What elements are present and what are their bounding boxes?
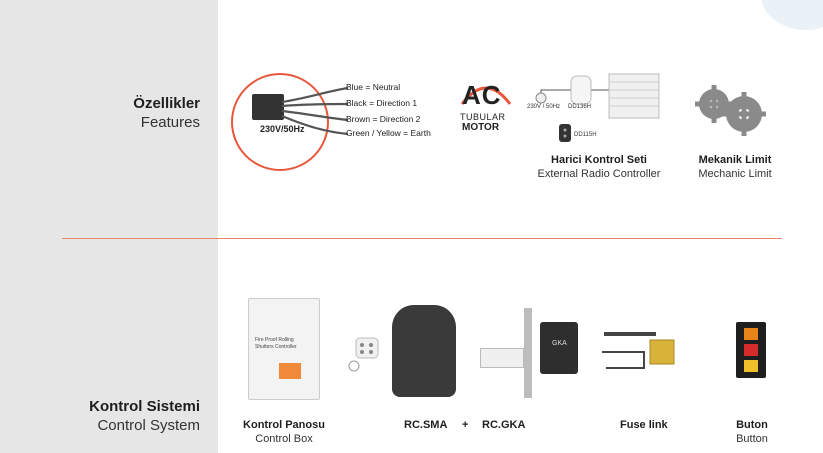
button-panel — [736, 322, 766, 378]
rc-sma-device — [392, 305, 456, 397]
ac-logo-line2: MOTOR — [462, 122, 500, 133]
external-kit-title-tr: Harici Kontrol Seti — [551, 154, 647, 166]
control-box-text2: Shutters Controller — [255, 344, 297, 350]
mechanic-limit-title-tr: Mekanik Limit — [698, 154, 772, 166]
fuse-link-illustration — [602, 332, 675, 369]
remote-key-icon — [348, 337, 379, 372]
wire-legend: Blue = Neutral Black = Direction 1 Brown… — [346, 82, 481, 144]
rc-gka-label: RC.GKA — [482, 419, 526, 431]
corner-decoration — [761, 0, 823, 30]
button-yellow[interactable] — [744, 360, 758, 372]
left-sidebar — [0, 0, 218, 453]
external-kit-caption: Harici Kontrol Seti External Radio Contr… — [523, 153, 675, 181]
wire-label: Brown = Direction 2 — [346, 114, 421, 124]
button-caption: Buton Button — [722, 418, 782, 446]
gka-rail — [524, 308, 532, 398]
features-title-tr: Özellikler — [133, 95, 200, 112]
mechanic-limit-caption: Mekanik Limit Mechanic Limit — [680, 153, 790, 181]
fuse-link-label: Fuse link — [620, 419, 668, 431]
external-kit-illustration — [535, 73, 660, 142]
rc-plus-label: + — [462, 419, 469, 431]
control-box-caption: Kontrol Panosu Control Box — [234, 418, 334, 446]
wire-label: Green / Yellow = Earth — [346, 128, 431, 138]
kit-supply-label: 230V / 50Hz — [527, 104, 561, 110]
external-kit-title-en: External Radio Controller — [537, 168, 661, 180]
mechanic-limit-title-en: Mechanic Limit — [698, 168, 772, 180]
button-title-en: Button — [736, 433, 768, 445]
gka-controller: GKA — [540, 322, 578, 374]
ac-logo-line1: TUBULAR — [460, 112, 506, 122]
wire-label: Black = Direction 1 — [346, 98, 418, 108]
button-red[interactable] — [744, 344, 758, 356]
features-title-en: Features — [140, 114, 200, 131]
button-title-tr: Buton — [736, 419, 768, 431]
kit-remote-label: DD115H — [574, 132, 597, 138]
control-box-text1: Fire Proof Rolling — [255, 337, 294, 343]
ac-tubular-motor-logo: AC TUBULAR MOTOR — [456, 78, 516, 138]
control-title-tr: Kontrol Sistemi — [89, 398, 200, 415]
ac-logo-big: AC — [462, 80, 502, 110]
gears-icon — [695, 85, 766, 136]
motor-wiring-diagram — [231, 73, 348, 171]
gka-box-label: GKA — [552, 340, 567, 347]
control-box-illustration: Fire Proof Rolling Shutters Controller — [248, 298, 320, 400]
button-orange[interactable] — [744, 328, 758, 340]
kit-receiver-label: DD136H — [568, 104, 592, 110]
control-box-title-en: Control Box — [255, 433, 313, 445]
motor-voltage-label: 230V/50Hz — [260, 124, 305, 134]
gka-sensor-box — [480, 348, 524, 368]
control-box-label-panel — [279, 363, 301, 379]
section-divider — [62, 238, 782, 239]
control-heading: Kontrol Sistemi Control System — [0, 398, 200, 434]
control-box-title-tr: Kontrol Panosu — [243, 419, 325, 431]
rc-sma-label: RC.SMA — [404, 419, 448, 431]
ac-logo-arc — [460, 86, 512, 105]
features-heading: Özellikler Features — [0, 95, 200, 131]
wire-label: Blue = Neutral — [346, 82, 401, 92]
control-title-en: Control System — [97, 417, 200, 434]
